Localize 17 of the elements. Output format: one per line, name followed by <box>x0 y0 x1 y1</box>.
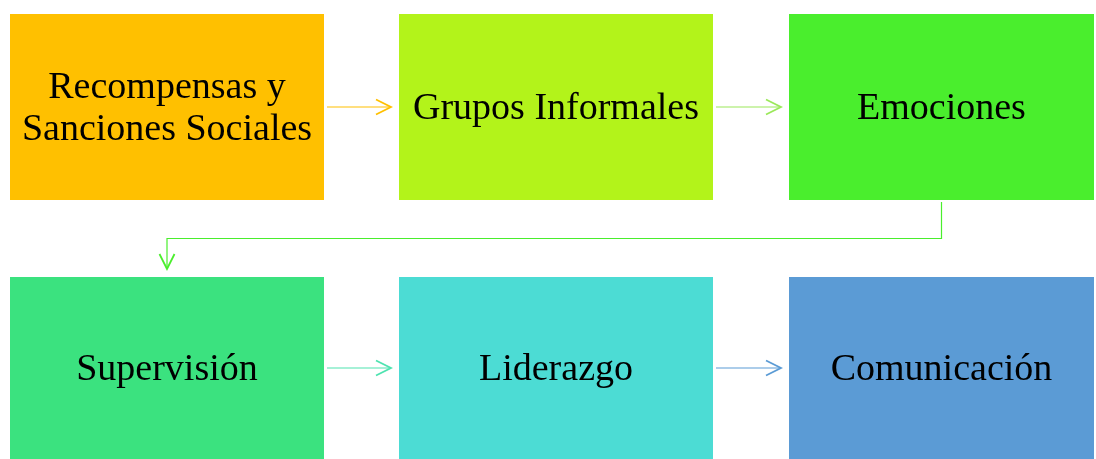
process-box <box>789 14 1094 200</box>
box-label: Emociones <box>857 86 1026 128</box>
arrow <box>158 201 943 270</box>
process-box <box>10 14 324 200</box>
box-label: Supervisión <box>76 347 258 389</box>
process-box <box>399 277 713 459</box>
box-label: Liderazgo <box>479 347 633 389</box>
process-box <box>399 14 713 200</box>
arrow <box>326 359 392 377</box>
arrow <box>715 98 782 116</box>
process-box <box>789 277 1094 459</box>
arrow <box>326 98 392 116</box>
process-box <box>10 277 324 459</box>
box-label: Comunicación <box>830 347 1053 389</box>
box-label: Recompensas y Sanciones Sociales <box>20 65 314 149</box>
arrow <box>715 359 782 377</box>
box-label: Grupos Informales <box>413 86 699 128</box>
